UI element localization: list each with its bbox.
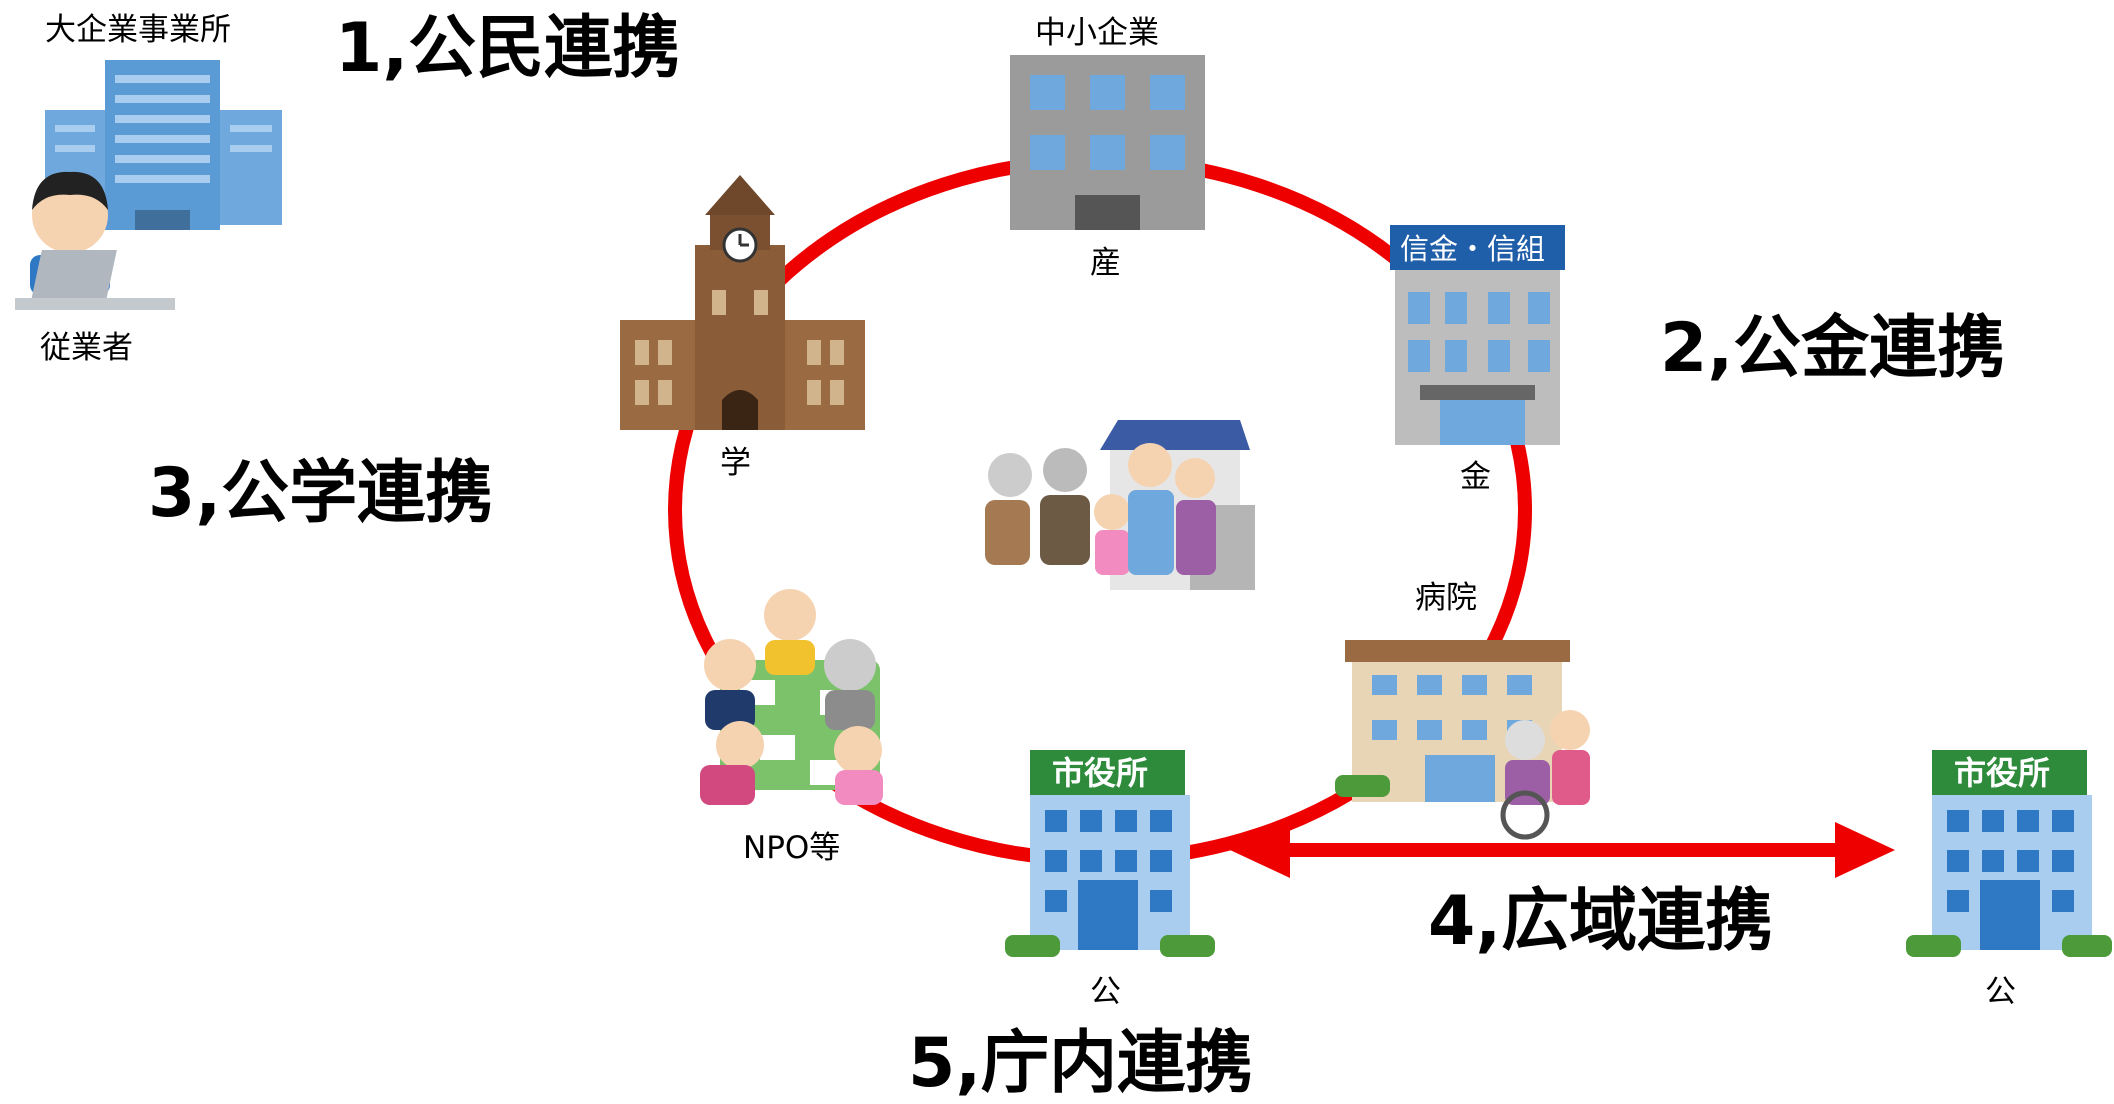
label-npo: NPO等 xyxy=(743,830,841,866)
heading-public-finance: 2,公金連携 xyxy=(1660,309,2006,388)
heading-public-academia: 3,公学連携 xyxy=(148,454,494,533)
city-hall-sign-right: 市役所 xyxy=(1954,754,2051,792)
label-big-company: 大企業事業所 xyxy=(45,12,231,48)
label-sme: 中小企業 xyxy=(1035,15,1159,51)
label-credit-union-sign: 信金・信組 xyxy=(1400,232,1546,266)
big-company-illustration xyxy=(15,60,282,310)
label-hospital: 病院 xyxy=(1415,580,1477,616)
residents-illustration xyxy=(985,420,1255,590)
label-employee: 従業者 xyxy=(40,330,133,366)
label-finance: 金 xyxy=(1460,459,1491,495)
npo-meeting-illustration xyxy=(700,589,883,805)
heading-public-private: 1,公民連携 xyxy=(335,9,681,88)
city-hall-sign-center: 市役所 xyxy=(1052,754,1149,792)
label-public-center: 公 xyxy=(1090,974,1121,1010)
university-illustration xyxy=(620,175,865,430)
credit-union-illustration xyxy=(1390,225,1565,445)
heading-wide-area: 4,広域連携 xyxy=(1428,882,1774,961)
label-public-right: 公 xyxy=(1985,974,2016,1010)
city-hall-center-illustration xyxy=(1005,750,1215,957)
sme-building-illustration xyxy=(1010,55,1205,230)
hospital-illustration xyxy=(1335,640,1590,840)
label-academia: 学 xyxy=(720,445,751,481)
wide-area-arrow xyxy=(1230,822,1895,878)
city-hall-right-illustration xyxy=(1906,750,2112,957)
heading-internal: 5,庁内連携 xyxy=(908,1024,1254,1103)
label-industry: 産 xyxy=(1090,245,1121,281)
